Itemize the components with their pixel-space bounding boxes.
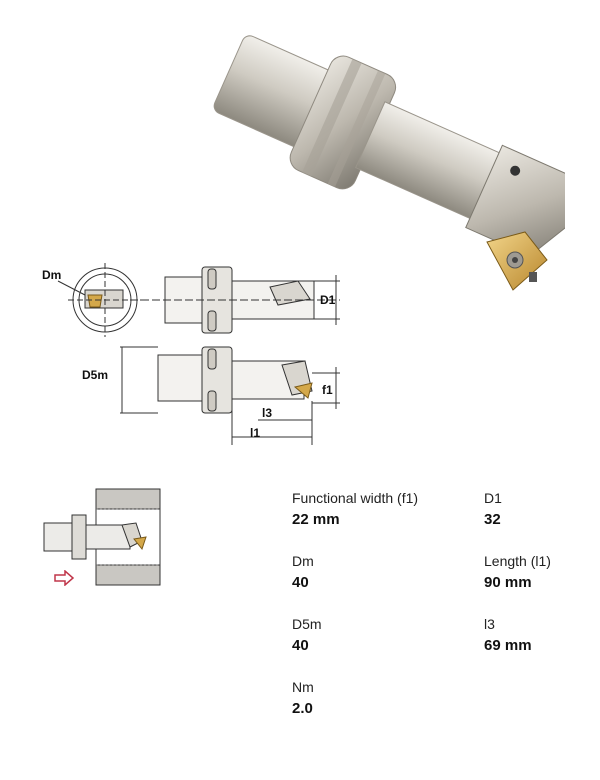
side-view-bottom [120, 346, 340, 445]
technical-drawing [57, 263, 340, 445]
tool-holder-photo [213, 35, 565, 291]
spec-label: Dm [292, 553, 314, 569]
application-diagram [43, 488, 161, 586]
spec-label: Length (l1) [484, 553, 551, 569]
right-arrow-outline-icon [54, 570, 74, 586]
spec-value: 69 mm [484, 637, 532, 654]
spec-value: 40 [292, 637, 309, 654]
spec-value: 32 [484, 511, 501, 528]
spec-label: D1 [484, 490, 502, 506]
spec-value: 2.0 [292, 700, 313, 717]
side-view-top [130, 266, 340, 334]
spec-label: Functional width (f1) [292, 490, 419, 506]
spec-label: l3 [484, 616, 495, 632]
spec-value: 40 [292, 574, 309, 591]
dim-f1-label: f1 [322, 383, 333, 397]
spec-label: Nm [292, 679, 314, 695]
front-view [57, 263, 142, 337]
dim-d5m-label: D5m [82, 368, 109, 382]
dim-dm-label: Dm [42, 268, 62, 282]
spec-value: 90 mm [484, 574, 532, 591]
spec-label: D5m [292, 616, 322, 632]
spec-value: 22 mm [292, 511, 340, 528]
dim-l3-label: l3 [262, 406, 273, 420]
dim-d1-label: D1 [320, 293, 336, 307]
dim-l1-label: l1 [250, 426, 261, 440]
